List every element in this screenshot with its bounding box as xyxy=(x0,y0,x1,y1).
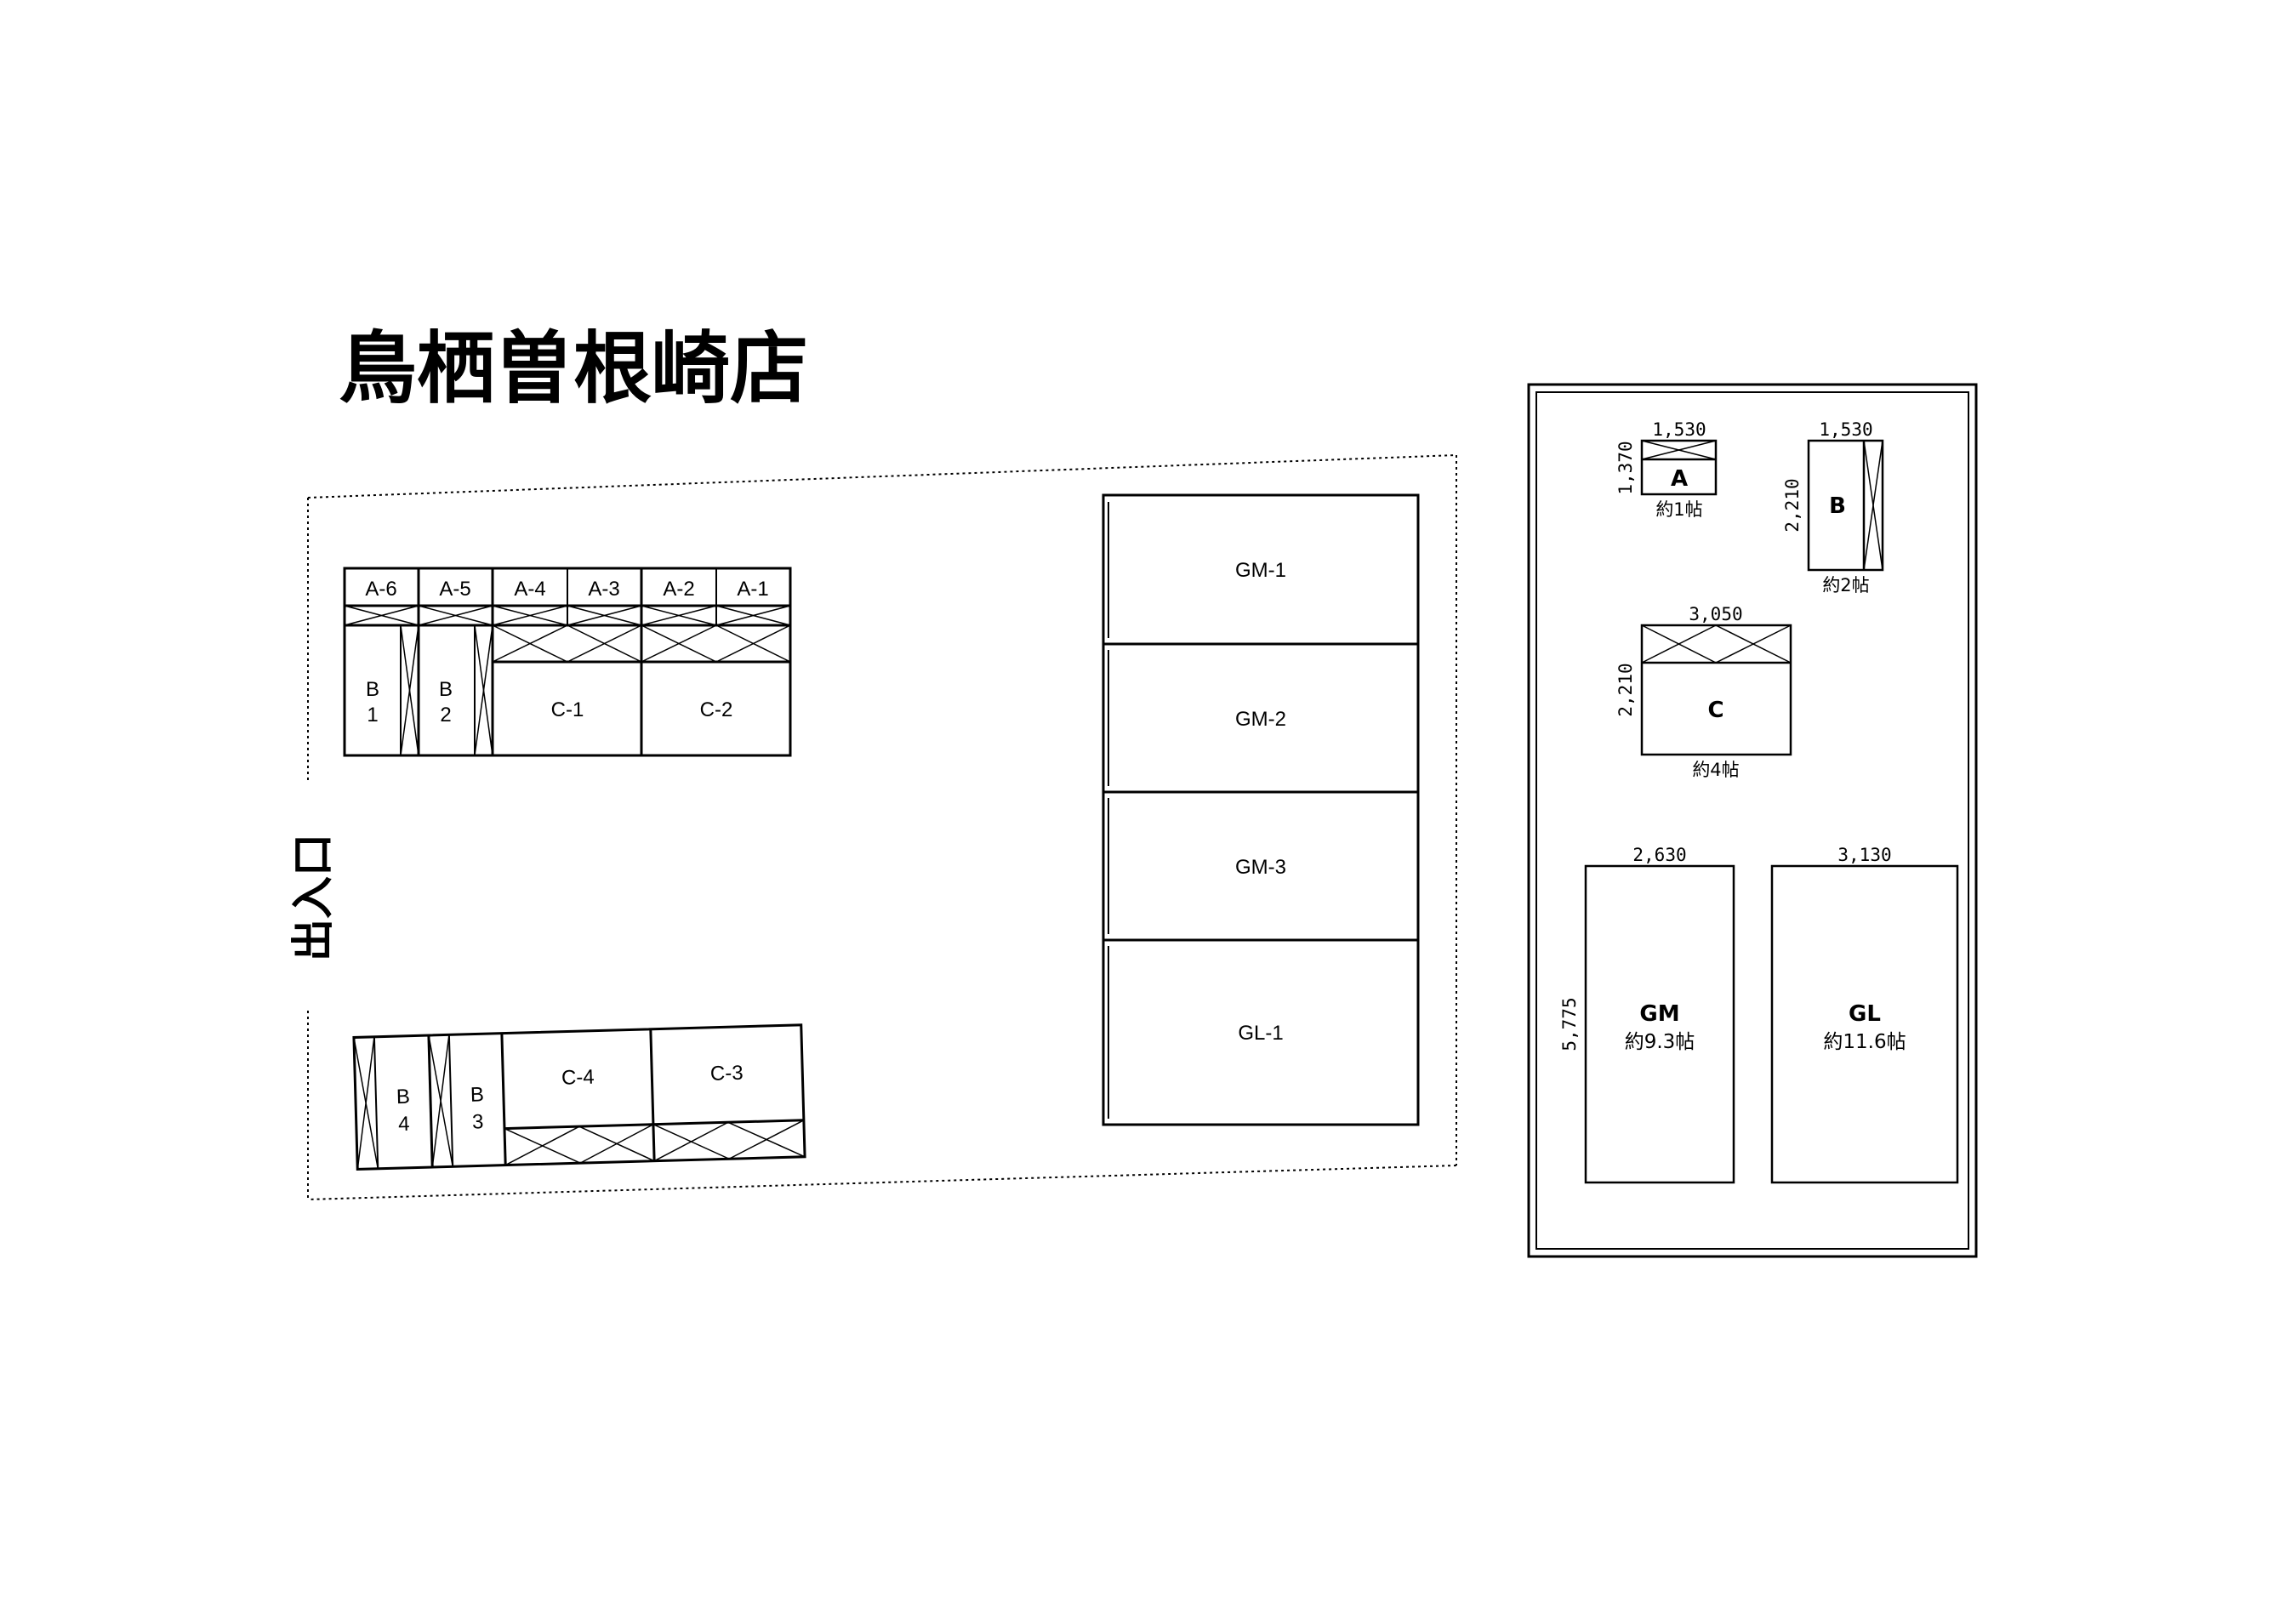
legend-c-depth: 2,210 xyxy=(1615,663,1636,716)
legend-gm-name: GM xyxy=(1639,1001,1679,1027)
legend-gl: 3,130 GL 約11.6帖 xyxy=(1770,845,1959,1184)
top-storage-row xyxy=(343,567,792,757)
legend-gm-width: 2,630 xyxy=(1632,845,1686,865)
garage-gm-2: GM-2 xyxy=(1235,708,1286,731)
legend-a-name: A xyxy=(1671,466,1688,492)
legend-a: 1,530 1,370 A 約1帖 xyxy=(1615,419,1718,520)
page-title: 鳥栖曽根崎店 xyxy=(339,323,808,414)
unit-c-1: C-1 xyxy=(551,698,584,721)
legend-a-area: 約1帖 xyxy=(1655,499,1702,520)
bottom-storage-row: B 4 B 3 C-4 C-3 xyxy=(352,1023,806,1171)
legend-a-depth: 1,370 xyxy=(1615,441,1636,494)
legend-c-area: 約4帖 xyxy=(1692,760,1739,780)
unit-b-3-letter: B xyxy=(470,1083,484,1106)
garage-gm-1: GM-1 xyxy=(1235,559,1286,582)
unit-b-1-number: 1 xyxy=(367,704,378,727)
legend-gl-name: GL xyxy=(1849,1001,1881,1027)
unit-b-3-number: 3 xyxy=(472,1110,484,1133)
legend-gm-depth: 5,775 xyxy=(1559,997,1580,1051)
legend-b: 1,530 2,210 B 約2帖 xyxy=(1782,419,1884,595)
garage-gm-3: GM-3 xyxy=(1235,856,1286,879)
legend-b-area: 約2帖 xyxy=(1822,575,1869,595)
legend-gm: 2,630 5,775 GM 約9.3帖 xyxy=(1559,845,1735,1184)
unit-b-4-number: 4 xyxy=(398,1113,410,1136)
garage-labels: GM-1 GM-2 GM-3 GL-1 xyxy=(1235,559,1286,1045)
legend-b-name: B xyxy=(1829,493,1846,519)
legend-c-width: 3,050 xyxy=(1689,604,1742,624)
unit-a-6: A-6 xyxy=(365,578,396,601)
unit-a-3: A-3 xyxy=(588,578,619,601)
unit-b-1-letter: B xyxy=(366,678,379,701)
legend-a-width: 1,530 xyxy=(1652,419,1706,440)
site-boundary xyxy=(307,454,1457,1200)
legend-c: 3,050 2,210 C 約4帖 xyxy=(1615,604,1792,780)
unit-b-2-letter: B xyxy=(439,678,453,701)
svg-text:出入口: 出入口 xyxy=(288,834,338,961)
legend-gm-area: 約9.3帖 xyxy=(1625,1031,1695,1053)
legend-b-width: 1,530 xyxy=(1819,419,1872,440)
legend-b-depth: 2,210 xyxy=(1782,478,1803,532)
unit-c-4: C-4 xyxy=(561,1066,595,1090)
unit-c-2: C-2 xyxy=(700,698,733,721)
legend-gl-width: 3,130 xyxy=(1837,845,1891,865)
unit-a-1: A-1 xyxy=(737,578,768,601)
entrance-label: 出入口 xyxy=(288,834,338,961)
garage-block xyxy=(1102,493,1420,1126)
legend-gl-area: 約11.6帖 xyxy=(1823,1031,1906,1053)
legend-c-name: C xyxy=(1707,698,1723,723)
unit-a-2: A-2 xyxy=(663,578,694,601)
unit-b-4-letter: B xyxy=(396,1086,411,1108)
garage-gl-1: GL-1 xyxy=(1238,1022,1283,1045)
unit-c-3: C-3 xyxy=(710,1062,743,1086)
top-row-labels: A-6 A-5 A-4 A-3 A-2 A-1 B 1 B 2 C-1 C-2 xyxy=(365,578,768,727)
legend-panel xyxy=(1527,383,1978,1258)
unit-a-5: A-5 xyxy=(439,578,470,601)
unit-a-4: A-4 xyxy=(514,578,545,601)
unit-b-2-number: 2 xyxy=(440,704,451,727)
